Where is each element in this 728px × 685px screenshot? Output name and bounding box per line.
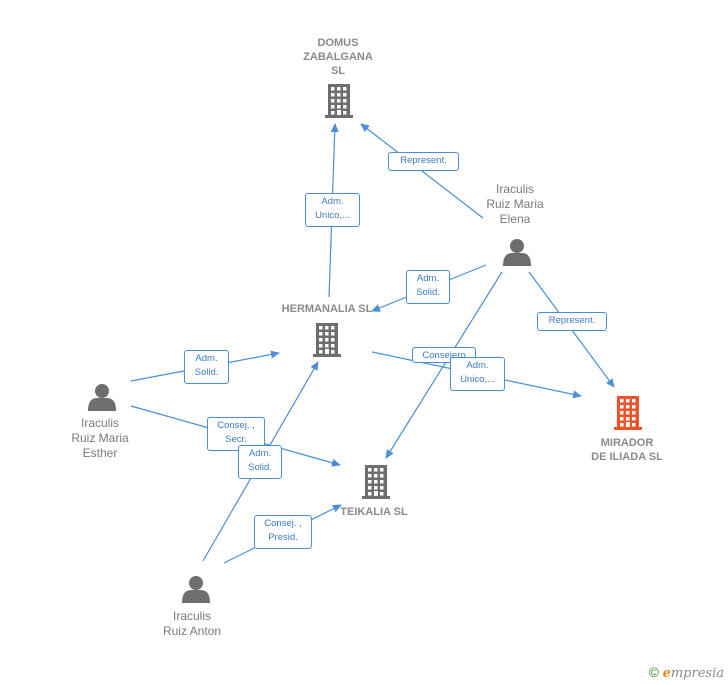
edge-label-elena-to-mirador[interactable]: Represent.: [537, 312, 607, 331]
elena-person-icon[interactable]: [503, 239, 531, 266]
edge-label-elena-to-domus[interactable]: Represent.: [388, 152, 459, 171]
mirador-building-icon[interactable]: [614, 396, 642, 430]
brand-footer: © empresia: [649, 664, 724, 681]
node-label-teikalia[interactable]: TEIKALIA SL: [340, 506, 408, 518]
node-label-esther[interactable]: Iraculis Ruiz Maria Esther: [71, 416, 129, 460]
anton-person-icon[interactable]: [182, 576, 210, 603]
brand-logo: empresia: [662, 666, 724, 681]
node-label-mirador[interactable]: MIRADOR DE ILIADA SL: [591, 437, 663, 463]
edge-elena-to-teikalia: [385, 271, 503, 459]
edge-label-hermanalia-to-domus[interactable]: Adm. Unico,...: [305, 193, 360, 227]
hermanalia-building-icon[interactable]: [313, 323, 341, 357]
copyright-symbol: ©: [648, 664, 659, 680]
edge-label-anton-to-teikalia[interactable]: Consej. , Presid.: [254, 515, 312, 549]
edge-elena-to-domus: [360, 123, 484, 219]
edge-label-esther-to-hermanalia[interactable]: Adm. Solid.: [184, 350, 229, 384]
teikalia-building-icon[interactable]: [362, 465, 390, 499]
edge-label-anton-to-hermanalia[interactable]: Adm. Solid.: [238, 445, 282, 479]
node-label-domus[interactable]: DOMUS ZABALGANA SL: [303, 37, 373, 77]
node-label-elena[interactable]: Iraculis Ruiz Maria Elena: [486, 182, 544, 226]
domus-building-icon[interactable]: [325, 84, 353, 118]
edge-label-elena-to-hermanalia[interactable]: Adm. Solid.: [406, 270, 450, 304]
esther-person-icon[interactable]: [88, 384, 116, 411]
node-label-anton[interactable]: Iraculis Ruiz Anton: [162, 609, 222, 638]
edge-label-hermanalia-to-mirador[interactable]: Adm. Unico,...: [450, 357, 505, 391]
node-label-hermanalia[interactable]: HERMANALIA SL: [281, 303, 373, 315]
